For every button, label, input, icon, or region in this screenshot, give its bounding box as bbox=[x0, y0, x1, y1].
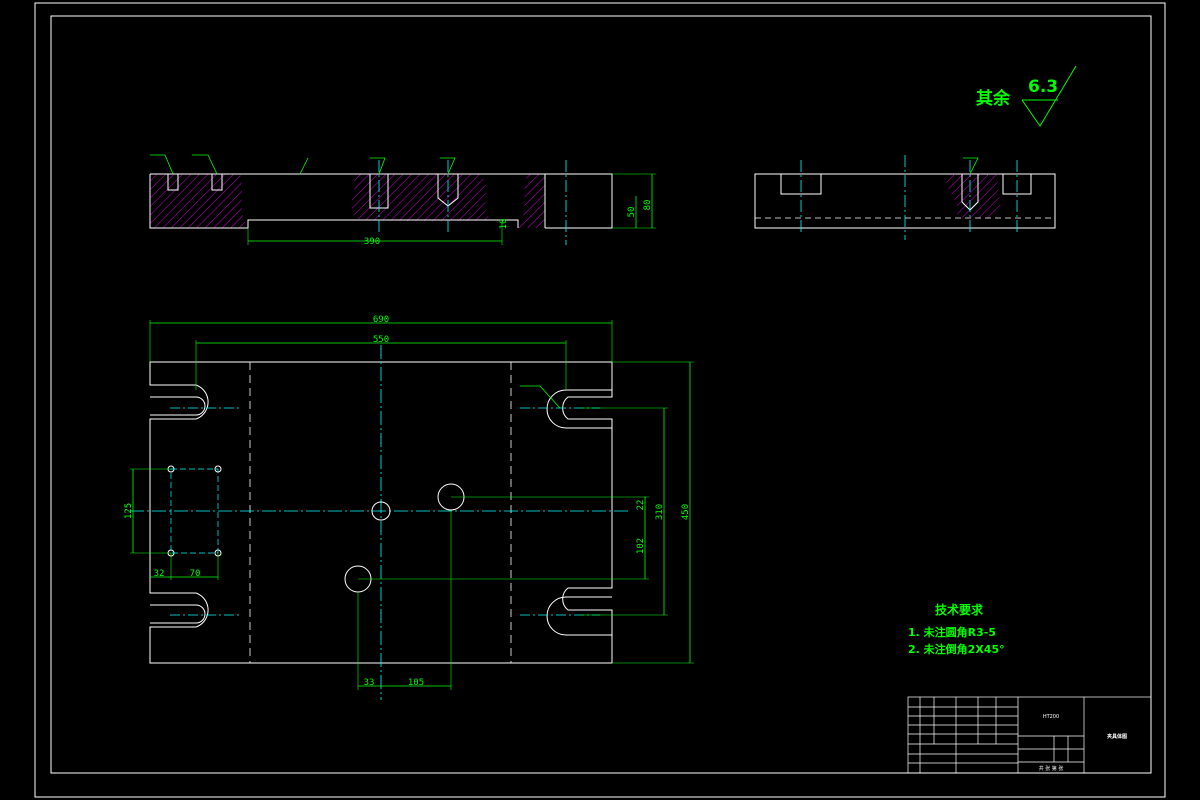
section-hatch-left bbox=[150, 174, 248, 228]
section-hatch-right bbox=[518, 174, 545, 228]
leader-line bbox=[370, 157, 386, 175]
outer-sheet-border bbox=[34, 2, 1166, 798]
section-hatch-center bbox=[351, 174, 490, 222]
surface-finish-symbol: 其余 6.3 bbox=[976, 65, 1077, 127]
dim-690: 690 bbox=[373, 315, 389, 325]
leader-line bbox=[520, 385, 561, 409]
dim-310: 310 bbox=[655, 504, 665, 520]
title-block-material: HT200 bbox=[1043, 714, 1059, 720]
dim-550: 550 bbox=[373, 335, 389, 345]
leader-line bbox=[299, 157, 309, 175]
title-block-drawing-name: 夹具体图 bbox=[1107, 733, 1127, 740]
u-slot-bottom-right bbox=[546, 596, 612, 636]
tech-req-item-2: 2. 未注倒角2X45° bbox=[908, 642, 1005, 656]
dim-32: 32 bbox=[154, 569, 165, 579]
center-hole bbox=[371, 501, 391, 521]
title-block bbox=[907, 696, 1152, 774]
section-view: 390 80 50 10 bbox=[149, 154, 656, 247]
plan-view: 690 550 450 310 102 22 125 32 70 33 1 bbox=[124, 315, 694, 700]
dim-80: 80 bbox=[643, 200, 653, 211]
dim-33: 33 bbox=[364, 678, 375, 688]
tech-req-title: 技术要求 bbox=[935, 602, 984, 617]
leader-line bbox=[963, 157, 979, 175]
dim-105: 105 bbox=[408, 678, 424, 688]
roughness-triangle bbox=[1021, 65, 1077, 127]
technical-requirements: 技术要求 1. 未注圆角R3-5 2. 未注倒角2X45° bbox=[908, 602, 1005, 656]
title-block-frame bbox=[907, 696, 1152, 774]
side-hatch bbox=[946, 174, 1001, 218]
title-block-sheet-count: 共 张 第 张 bbox=[1039, 765, 1064, 772]
side-slot-left bbox=[780, 173, 822, 195]
side-outline bbox=[754, 173, 1056, 229]
leader-line bbox=[150, 154, 174, 175]
leader-line bbox=[192, 154, 218, 175]
dim-50: 50 bbox=[627, 207, 637, 218]
hole-pattern-frame bbox=[170, 468, 219, 554]
u-slot-top-left bbox=[150, 396, 206, 416]
dim-125: 125 bbox=[124, 503, 134, 519]
u-slot-top-right bbox=[546, 389, 612, 429]
surface-finish-prefix: 其余 bbox=[976, 88, 1011, 109]
tech-req-item-1: 1. 未注圆角R3-5 bbox=[908, 625, 996, 639]
dim-70: 70 bbox=[190, 569, 201, 579]
u-slot-bottom-left bbox=[150, 604, 206, 624]
dim-22: 22 bbox=[636, 500, 646, 511]
inner-sheet-border bbox=[50, 15, 1152, 774]
dim-102: 102 bbox=[636, 538, 646, 554]
dim-390: 390 bbox=[364, 237, 380, 247]
leader-line bbox=[440, 157, 456, 175]
surface-finish-value: 6.3 bbox=[1028, 77, 1058, 97]
side-slot-right bbox=[1002, 173, 1032, 195]
side-view bbox=[754, 155, 1056, 240]
dim-450: 450 bbox=[681, 504, 691, 520]
dim-10: 10 bbox=[499, 219, 509, 230]
section-outline-bottom bbox=[149, 174, 519, 229]
